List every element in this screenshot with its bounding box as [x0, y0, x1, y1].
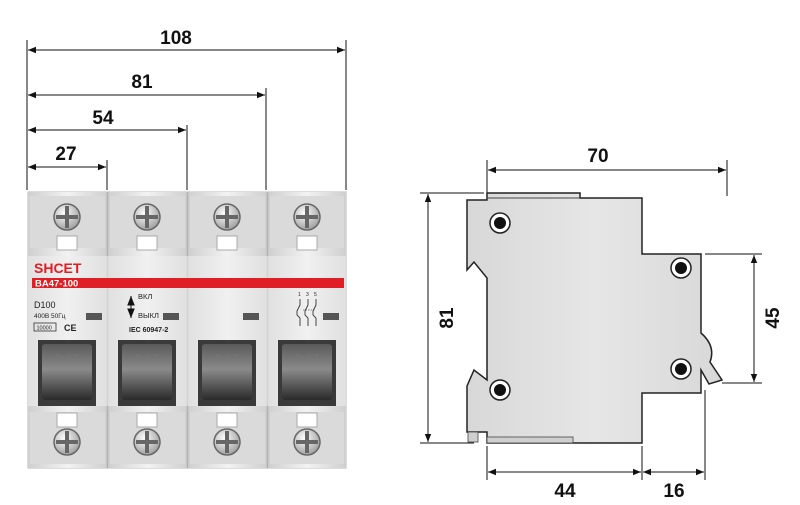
svg-text:3: 3	[306, 292, 309, 298]
terminal-window	[136, 235, 158, 251]
svg-text:ВЫКЛ: ВЫКЛ	[215, 352, 239, 362]
svg-text:1: 1	[298, 292, 301, 298]
dim-label-70: 70	[587, 146, 608, 167]
dim-label-81-side: 81	[437, 307, 458, 329]
indicator-slot	[243, 313, 259, 320]
side-body	[466, 192, 724, 444]
terminal-screw-icon	[53, 428, 81, 456]
on-label: ВКЛ	[138, 292, 152, 301]
schematic-icon: 1 3 5	[296, 292, 317, 326]
off-label: ВЫКЛ	[138, 311, 159, 320]
rating-label: D100	[34, 300, 56, 310]
breaking-capacity-label: 10000	[37, 326, 52, 332]
screw-icon	[670, 257, 692, 279]
standard-label: IEC 60947-2	[129, 327, 168, 334]
brand-logo: SHCET	[34, 260, 82, 276]
indicator-slot	[86, 313, 102, 320]
dim-label-27: 27	[55, 144, 76, 165]
terminal-window	[136, 412, 158, 428]
bottom-clip	[486, 436, 574, 444]
red-stripe	[32, 278, 344, 288]
terminal-window	[56, 235, 78, 251]
side-view: 70 81 45 44 16	[420, 146, 784, 502]
terminal-screw-icon	[213, 203, 241, 231]
lever-handle: ВЫКЛ	[278, 340, 336, 406]
ce-mark: CE	[64, 323, 77, 333]
dim-label-16: 16	[663, 481, 684, 502]
voltage-label: 400В 50Гц	[34, 313, 66, 320]
terminal-screw-icon	[133, 203, 161, 231]
dim-label-44: 44	[554, 481, 576, 502]
terminal-screw-icon	[53, 203, 81, 231]
breaking-capacity-box	[33, 322, 57, 332]
terminal-window	[296, 235, 318, 251]
svg-text:ВЫКЛ: ВЫКЛ	[295, 352, 319, 362]
model-label: BA47-100	[35, 279, 78, 290]
dim-label-45: 45	[763, 307, 784, 329]
dim-label-108: 108	[160, 28, 192, 49]
terminal-screw-icon	[133, 428, 161, 456]
lever-handle: ВЫКЛ	[118, 340, 176, 406]
dim-label-81: 81	[131, 72, 153, 93]
screw-icon	[670, 358, 692, 380]
terminal-screw-icon	[293, 428, 321, 456]
terminal-window	[56, 412, 78, 428]
terminal-window	[216, 235, 238, 251]
lever-handle: ВЫКЛ	[198, 340, 256, 406]
dim-label-54: 54	[92, 108, 114, 129]
svg-text:ВЫКЛ: ВЫКЛ	[55, 352, 79, 362]
bottom-tab	[467, 431, 479, 443]
terminal-window	[216, 412, 238, 428]
svg-text:ВЫКЛ: ВЫКЛ	[135, 352, 159, 362]
svg-text:5: 5	[314, 292, 317, 298]
lever-handle: ВЫКЛ	[38, 340, 96, 406]
front-view: 108 81 54 27	[26, 28, 347, 469]
screw-icon	[489, 379, 511, 401]
terminal-window	[296, 412, 318, 428]
indicator-slot	[323, 313, 339, 320]
indicator-slot	[163, 313, 179, 320]
terminal-screw-icon	[293, 203, 321, 231]
screw-icon	[489, 212, 511, 234]
terminal-screw-icon	[213, 428, 241, 456]
